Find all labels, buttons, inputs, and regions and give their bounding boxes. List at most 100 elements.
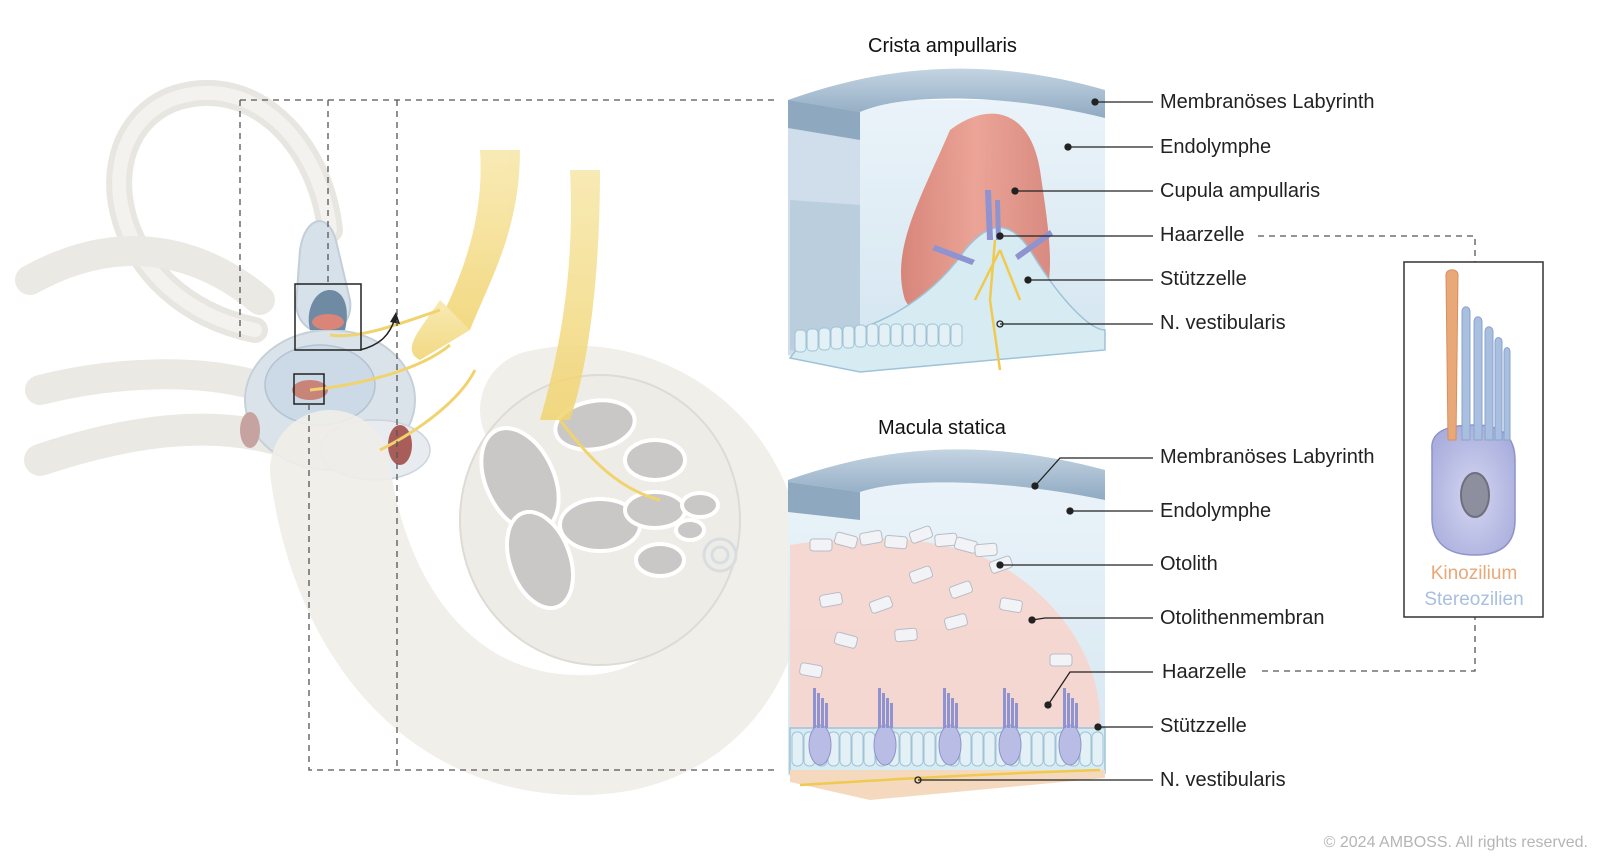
supporting-cell [839,731,852,767]
supporting-cell [842,325,855,349]
cochlea-sections [479,398,720,611]
copyright: © 2024 AMBOSS. All rights reserved. [1323,834,1588,851]
otolith-crystal [999,597,1023,614]
hair-cell [808,724,832,766]
supporting-cell [851,731,864,767]
otolith-crystal [974,542,998,558]
label-supporting-cell: Stützzelle [1160,715,1247,737]
stereocilium [1075,703,1078,728]
supporting-cell [1031,731,1044,767]
supporting-cell [1019,731,1032,767]
label-endolymph: Endolymphe [1160,136,1272,158]
stereocilium [821,698,824,728]
macula-title: Macula statica [878,417,1006,439]
stereocilium [1067,693,1070,728]
supporting-cell [959,731,972,767]
stereocilium [882,693,885,728]
label-endolymph: Endolymphe [1160,500,1272,522]
legend-stereocilia: Stereozilien [1424,589,1524,610]
supporting-cell [971,731,984,767]
label-vestibular-nerve: N. vestibularis [1160,769,1286,791]
connector-lines [239,99,1476,771]
otolith-crystal [948,580,973,599]
crista-membrane [788,68,1105,140]
inner-ear [0,60,1476,796]
supporting-cell [794,329,807,353]
stereocilium [1063,688,1066,728]
stereocilium [878,688,881,728]
supporting-cell [1091,731,1104,767]
stereocilia [1461,306,1511,441]
crista-zoom-box [294,283,362,351]
hair-cell-inset [1403,261,1544,618]
label-membranous-labyrinth: Membranöses Labyrinth [1160,91,1375,113]
stereocilium [951,698,954,728]
supporting-cell [806,328,819,352]
otolith-crystal [943,613,968,631]
otolith-crystal [809,538,833,552]
supporting-cell [890,323,903,347]
otolith-membrane [790,537,1100,740]
stereocilium [1007,693,1010,728]
vestibulocochlear-nerve [411,150,600,420]
kinocilium [1445,269,1459,441]
otolith-crystal [894,627,918,643]
hair-cell-nucleus [1460,472,1490,518]
stereocilium [1011,698,1014,728]
leader-lines [914,98,1153,784]
supporting-cell [950,323,963,347]
label-hair-cell: Haarzelle [1160,224,1245,246]
otolith-crystal [799,662,823,679]
supporting-cell [1079,731,1092,767]
otolith-crystal [868,595,893,614]
anterior-canal-inner [112,86,337,337]
supporting-cell [899,731,912,767]
supporting-cell [866,323,879,347]
hair-cell [998,724,1022,766]
otolith-crystal [884,534,908,550]
otolith-crystal [833,531,858,549]
stereocilium [890,703,893,728]
otoliths [799,525,1073,679]
supporting-cell [854,324,867,348]
stereocilium [1071,698,1074,728]
crista-title: Crista ampullaris [868,35,1017,57]
label-supporting-cell: Stützzelle [1160,268,1247,290]
otolith-crystal [859,529,883,546]
stereocilium [825,703,828,728]
stereocilium [947,693,950,728]
macula-hair-cells [808,688,1082,766]
macula-panel [788,449,1106,800]
label-vestibular-nerve: N. vestibularis [1160,312,1286,334]
stereocilium [1015,703,1018,728]
supporting-cell [926,323,939,347]
label-membranous-labyrinth: Membranöses Labyrinth [1160,446,1375,468]
otolith-crystal [908,525,933,544]
otolith-crystal [908,565,933,584]
stereocilium [955,703,958,728]
supporting-cell [1043,731,1056,767]
crista-nerve [973,239,1022,371]
supporting-cell [911,731,924,767]
crista-hair-cells [932,190,1053,265]
legend-kinocilium: Kinozilium [1430,563,1518,584]
label-hair-cell: Haarzelle [1162,661,1247,683]
otolith-crystal [1049,653,1073,667]
hair-cell [938,724,962,766]
stereocilium [943,688,946,728]
label-cupula: Cupula ampullaris [1160,180,1321,202]
crista-panel [788,68,1106,373]
label-otolith-membrane: Otolithenmembran [1160,607,1325,629]
otolith-crystal [934,532,958,548]
supporting-cell [863,731,876,767]
stereocilium [817,693,820,728]
stereocilium [1003,688,1006,728]
hair-cell [1058,724,1082,766]
otolith-crystal [833,631,858,649]
supporting-cell [830,326,843,350]
supporting-cell [983,731,996,767]
hair-cell [873,724,897,766]
stereocilium [813,688,816,728]
supporting-cell [791,731,804,767]
